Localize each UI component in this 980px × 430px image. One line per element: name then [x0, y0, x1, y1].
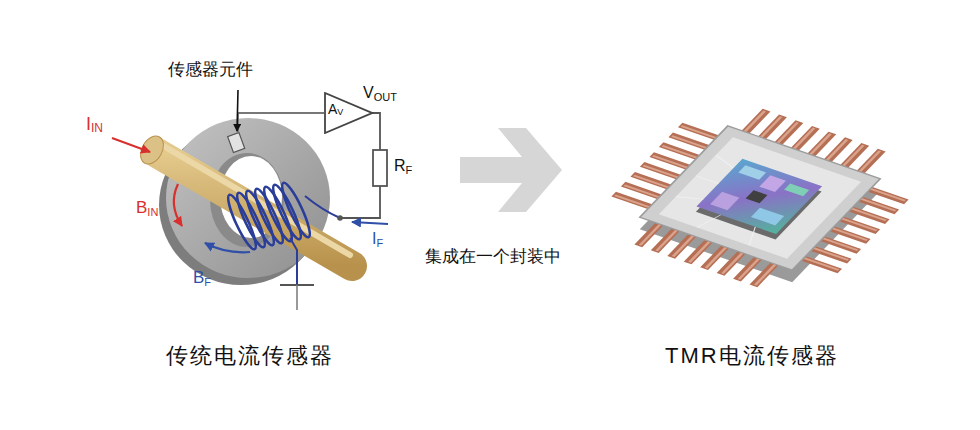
feedback-wire	[340, 186, 380, 218]
transition-note: 集成在一个封装中	[425, 247, 561, 267]
amplifier-shape	[325, 93, 372, 133]
coil-wire	[305, 196, 340, 218]
illustration-part	[278, 180, 314, 239]
illustration-part	[740, 227, 764, 246]
signal-name: V	[363, 84, 374, 102]
field-label-subscript: F	[204, 276, 211, 289]
callout-label: 传感器元件	[168, 60, 253, 80]
illustration-part	[676, 191, 704, 204]
conductor-rod	[157, 153, 352, 266]
caption-right: TMR电流传感器	[665, 343, 839, 368]
resistor-symbol	[373, 150, 387, 186]
illustration-part	[751, 208, 784, 226]
illustration-part	[710, 192, 739, 210]
illustration-part	[696, 176, 719, 184]
transition-arrow	[460, 128, 562, 212]
rod-end	[136, 132, 168, 168]
amplifier-label-subscript: V	[337, 107, 343, 117]
illustration-part	[711, 155, 739, 168]
amplifier-triangle: AV	[324, 92, 374, 134]
sensor-element	[228, 132, 245, 152]
caption-left: 传统电流传感器	[166, 343, 334, 368]
sensor-wire	[238, 113, 324, 134]
junction-dot	[337, 215, 343, 221]
current-label: I	[372, 230, 376, 248]
illustration-part	[696, 159, 822, 234]
illustration-part	[659, 137, 861, 258]
feedback-field-arrow	[205, 243, 250, 252]
illustration-part	[759, 175, 786, 192]
illustration-part	[697, 212, 721, 231]
current-label-subscript: IN	[91, 122, 103, 136]
illustration-part	[640, 126, 880, 270]
field-label: B	[136, 198, 147, 218]
ground-lead	[296, 285, 298, 310]
illustration-part	[784, 183, 809, 196]
field-arrow	[174, 184, 182, 226]
tmr-chip	[582, 91, 937, 304]
coil-ground-wire	[290, 238, 297, 284]
amplifier-label: A	[328, 101, 337, 117]
component-name: R	[394, 157, 406, 175]
illustration-part	[659, 155, 806, 245]
current-label: I	[86, 114, 91, 135]
illustration-part	[746, 190, 768, 203]
field-label-subscript: IN	[147, 206, 158, 219]
leader-line	[237, 90, 238, 131]
current-arrow	[112, 138, 150, 152]
signal-name-subscript: OUT	[374, 91, 397, 104]
component-name-subscript: F	[406, 164, 413, 177]
field-label: B	[193, 268, 204, 288]
output-wire	[372, 113, 380, 150]
current-label-subscript: F	[376, 237, 383, 250]
illustration-part	[738, 165, 766, 179]
feedback-coil	[224, 180, 314, 251]
rod-highlight	[160, 144, 350, 255]
illustration-part	[269, 182, 305, 241]
feedback-current-arrow	[352, 222, 388, 224]
